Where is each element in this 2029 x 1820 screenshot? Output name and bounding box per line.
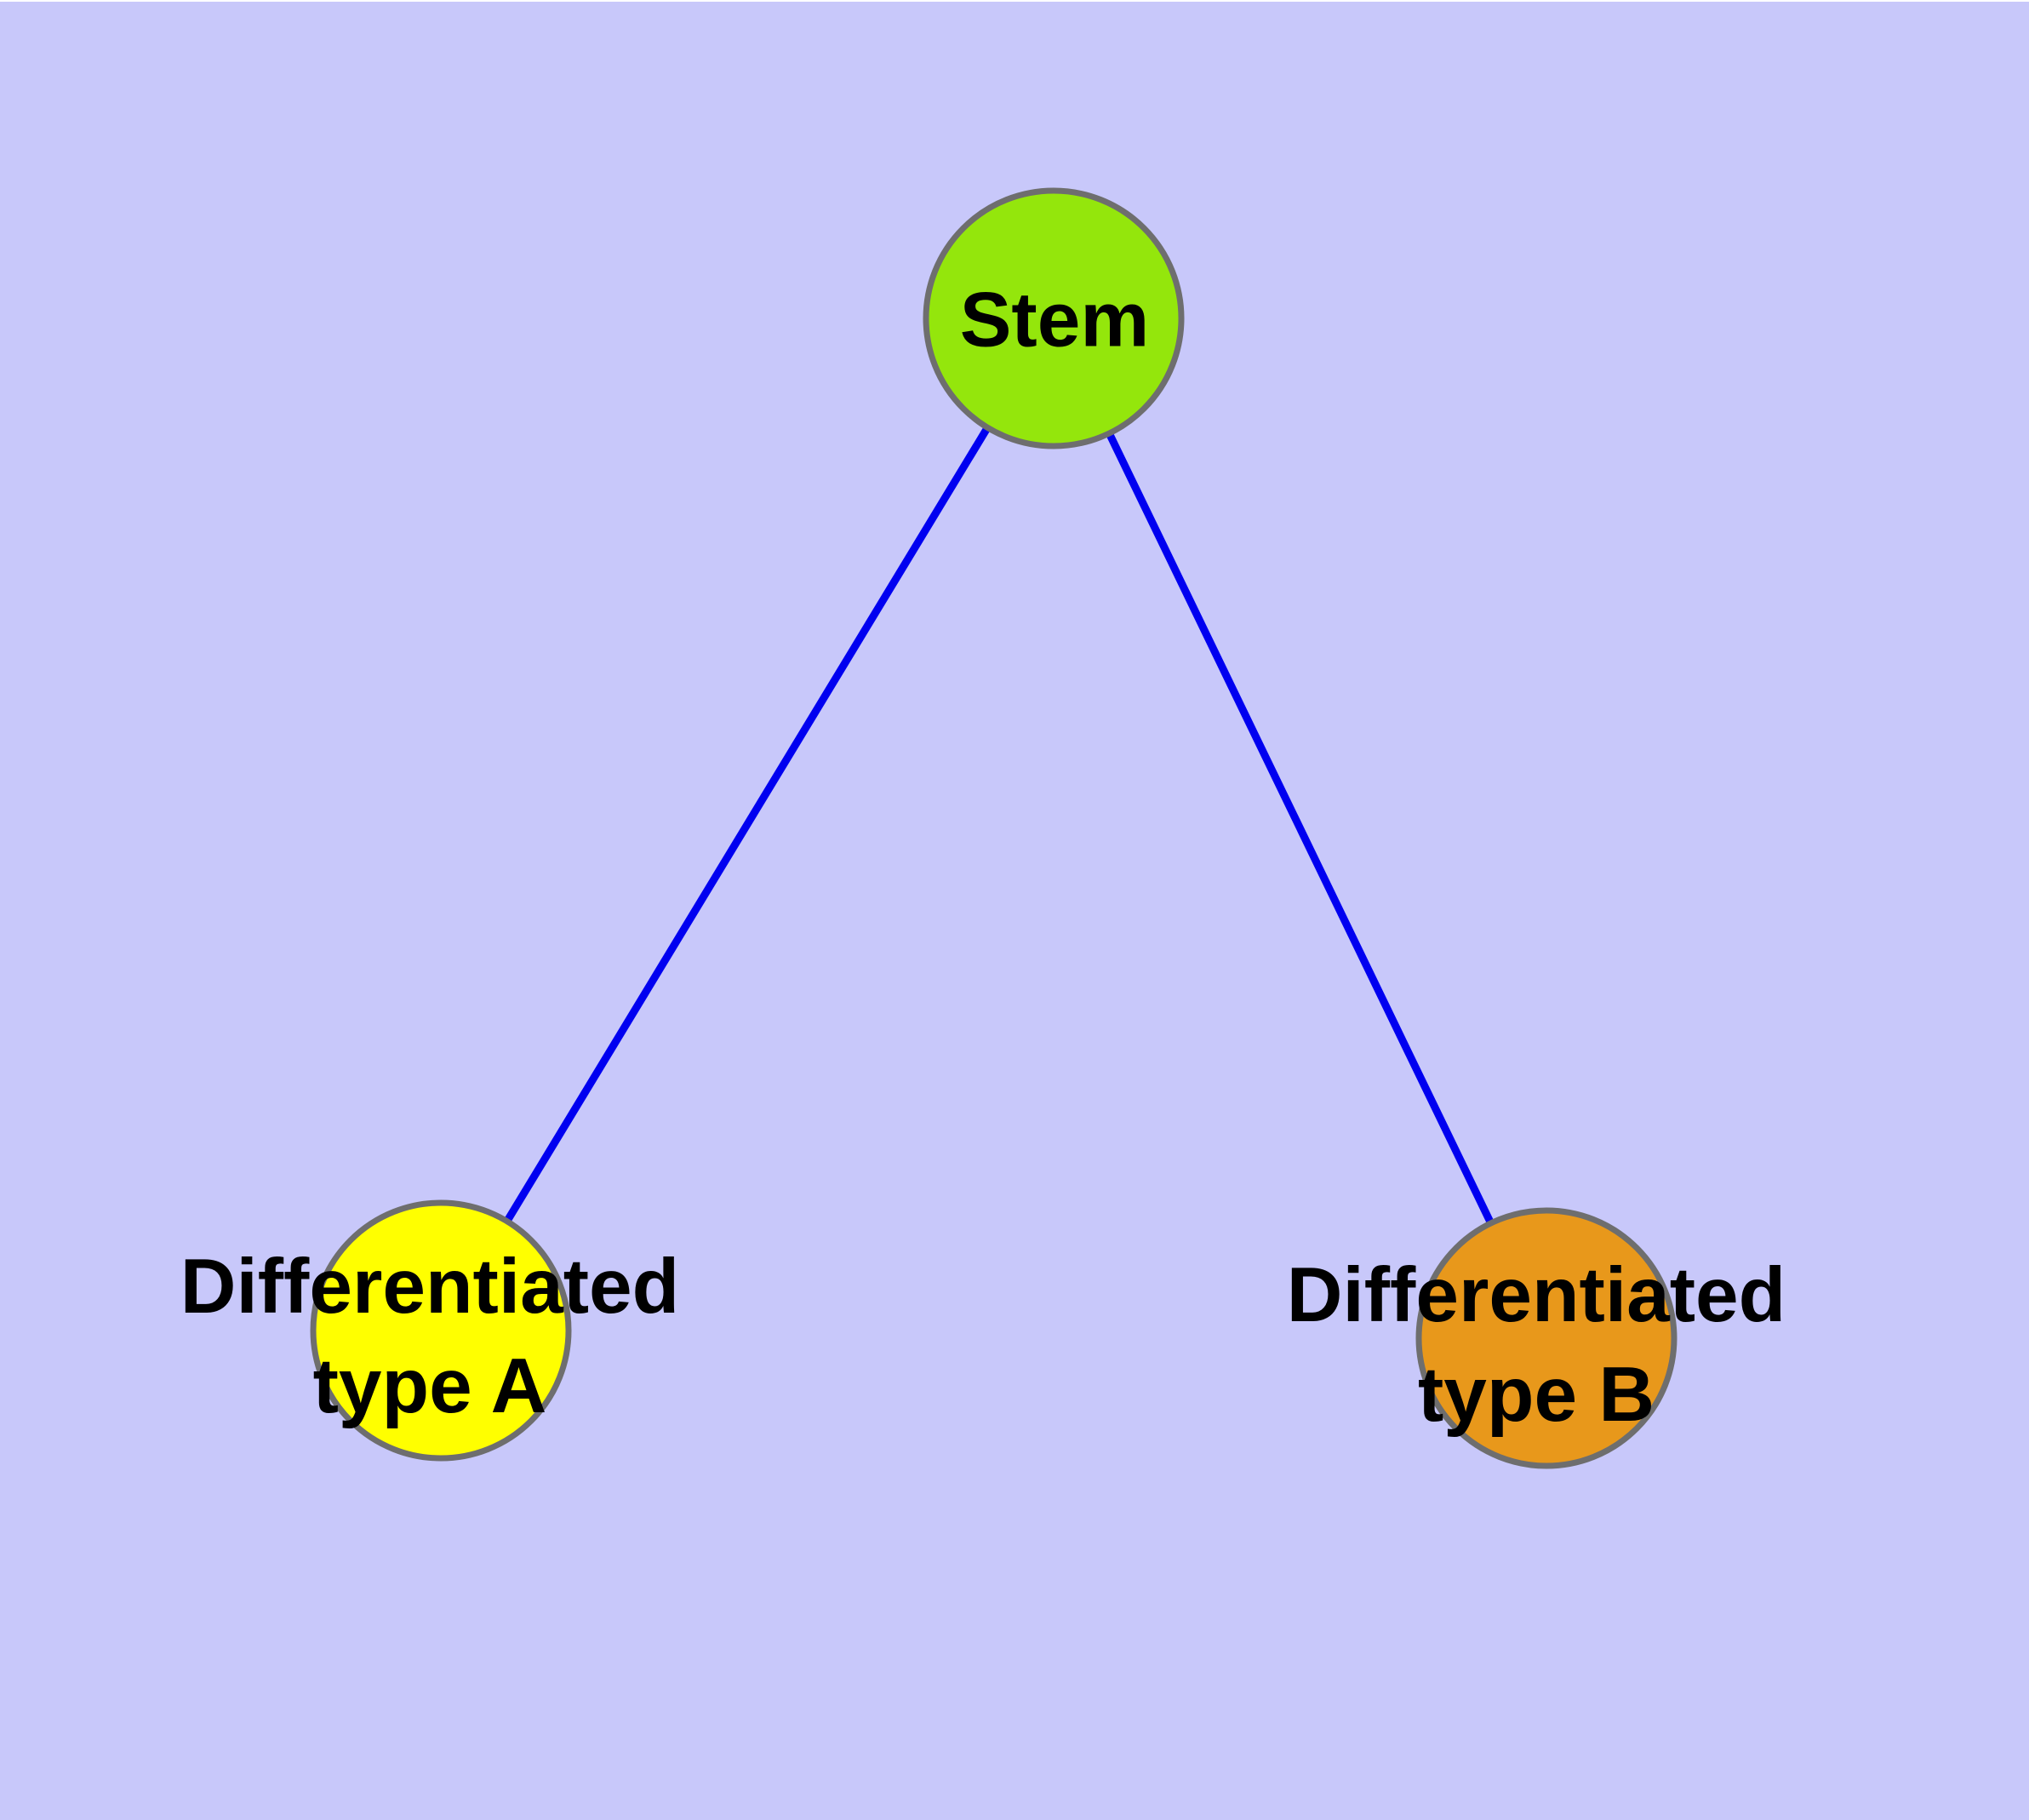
node-differentiated-type-b [1415,1207,1677,1469]
edge-stem-to-type-a [437,316,1057,1333]
edge-stem-to-type-b [1049,317,1551,1340]
node-differentiated-type-a [310,1199,572,1462]
node-type-b-label: Differentiated type B [1286,1252,1786,1438]
node-type-a-label: Differentiated type A [180,1244,680,1429]
node-stem-label: Stem [959,277,1150,363]
node-stem [923,187,1185,449]
top-edge-strip [0,0,2029,2]
